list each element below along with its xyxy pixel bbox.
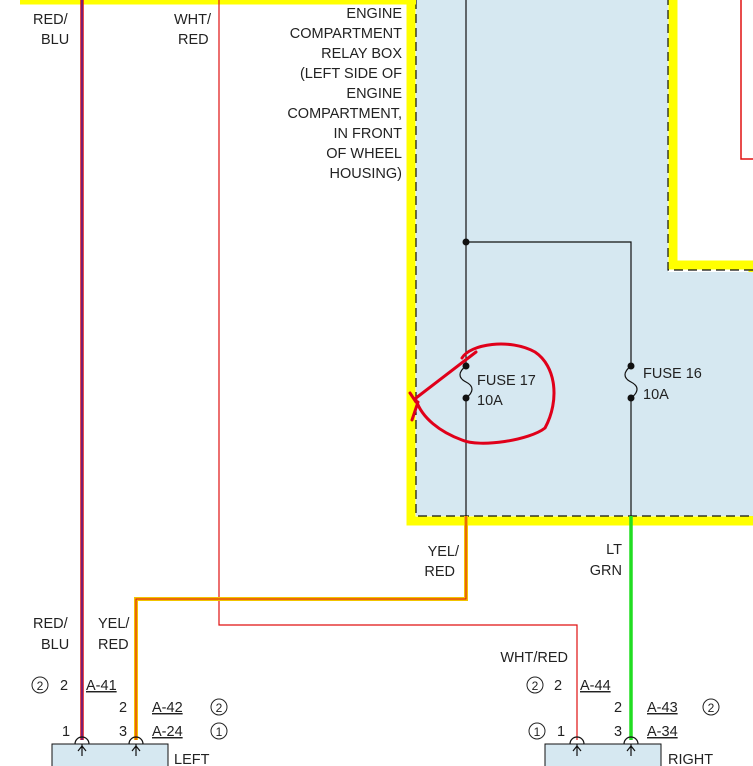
connector-ref-a44: A-44	[580, 678, 611, 694]
fuse-17-annotation-circle	[414, 342, 556, 445]
fuse-17-annotation-arrow	[408, 350, 478, 422]
wire-label-yel-red-bottom: YEL/	[98, 616, 130, 632]
relay-label-line: COMPARTMENT,	[287, 106, 402, 122]
pin-number: 3	[614, 724, 622, 740]
left-component-label: LEFT	[174, 752, 210, 766]
right-component-label: RIGHT	[668, 752, 713, 766]
yel-red-wire	[134, 516, 468, 740]
fuse-17	[459, 362, 473, 402]
wire-label-red-blu-top: RED/	[33, 12, 69, 28]
relay-label-line: RELAY BOX	[321, 46, 402, 62]
relay-label-line: COMPARTMENT	[290, 26, 402, 42]
wire-label-yel-red-mid: YEL/	[428, 544, 460, 560]
right-component: RIGHT	[544, 736, 713, 766]
wire-label-wht-red-top: WHT/	[174, 12, 212, 28]
fuse-16	[624, 362, 638, 402]
wire-label-red-blu-bottom: RED/	[33, 616, 69, 632]
pin-number: 3	[119, 724, 127, 740]
relay-label-line: ENGINE	[346, 6, 402, 22]
connector-ref-a41: A-41	[86, 678, 117, 694]
relay-label-line: ENGINE	[346, 86, 402, 102]
relay-box-outline	[415, 0, 753, 517]
wire-labels: RED/ BLU WHT/ RED YEL/ RED LT GRN RED/ B…	[33, 12, 622, 666]
pin-number: 1	[62, 724, 70, 740]
right-connector-labels: 2 2 A-44 2 A-43 2 1 1 3 A-34	[526, 676, 720, 740]
wire-label-red-blu-top: BLU	[41, 32, 69, 48]
circled-number: 2	[37, 679, 44, 693]
pin-number: 2	[119, 700, 127, 716]
relay-box-highlight	[406, 0, 753, 526]
fuse-16-name: FUSE 16	[643, 366, 702, 382]
relay-label-line: OF WHEEL	[326, 146, 402, 162]
circled-number: 2	[708, 701, 715, 715]
pin-number: 1	[557, 724, 565, 740]
left-component: LEFT	[51, 736, 210, 766]
pin-number: 2	[614, 700, 622, 716]
circled-number: 2	[532, 679, 539, 693]
relay-label-line: (LEFT SIDE OF	[300, 66, 402, 82]
wht-red-wire	[218, 0, 578, 740]
wire-label-wht-red-right: WHT/RED	[500, 650, 568, 666]
connector-ref-a42: A-42	[152, 700, 183, 716]
junction-dot	[462, 238, 470, 246]
pin-number: 2	[554, 678, 562, 694]
wire-label-lt-grn-mid: GRN	[590, 563, 622, 579]
relay-box	[406, 0, 753, 526]
relay-label-line: HOUSING)	[330, 166, 403, 182]
pin-number: 2	[60, 678, 68, 694]
relay-box-label: ENGINE COMPARTMENT RELAY BOX (LEFT SIDE …	[287, 6, 402, 182]
internal-wiring	[465, 0, 632, 516]
red-wire-far-right	[740, 0, 753, 160]
wire-label-lt-grn-mid: LT	[606, 542, 622, 558]
wire-label-yel-red-mid: RED	[424, 564, 455, 580]
wire-label-red-blu-bottom: BLU	[41, 637, 69, 653]
wire-label-yel-red-bottom: RED	[98, 637, 129, 653]
connector-ref-a34: A-34	[647, 724, 678, 740]
fuse-17-name: FUSE 17	[477, 373, 536, 389]
circled-number: 1	[216, 725, 223, 739]
circled-number: 2	[216, 701, 223, 715]
fuse-16-rating: 10A	[643, 387, 669, 403]
connector-ref-a24: A-24	[152, 724, 183, 740]
relay-label-line: IN FRONT	[334, 126, 403, 142]
fuse-17-rating: 10A	[477, 393, 503, 409]
circled-number: 1	[534, 725, 541, 739]
left-connector-labels: 2 2 A-41 2 A-42 2 1 3 A-24 1	[31, 676, 228, 740]
connector-ref-a43: A-43	[647, 700, 678, 716]
relay-box-fill	[416, 0, 753, 516]
wire-label-wht-red-top: RED	[178, 32, 209, 48]
